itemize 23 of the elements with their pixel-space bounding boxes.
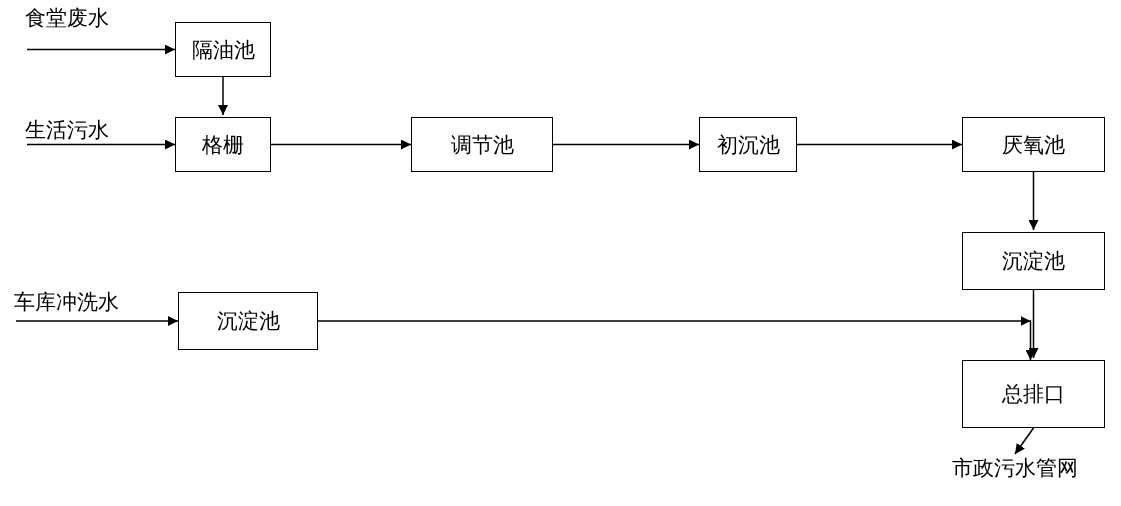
arrow [26,139,176,150]
process-box: 初沉池 [699,117,797,172]
arrow [15,316,179,326]
flow-label: 车库冲洗水 [14,290,119,314]
flow-label: 食堂废水 [25,6,109,30]
arrow [1014,427,1035,455]
arrow [1028,171,1039,231]
process-box: 调节池 [411,117,553,172]
arrow [552,139,700,150]
process-box: 总排口 [962,360,1105,428]
process-box: 厌氧池 [962,117,1105,172]
arrow [796,139,963,150]
flow-label: 生活污水 [25,118,109,142]
arrow [317,316,1033,361]
process-box: 隔油池 [175,22,271,77]
process-box: 沉淀池 [962,232,1105,290]
arrow [26,44,176,55]
process-box: 沉淀池 [178,292,318,350]
arrow [270,139,412,150]
flow-label: 市政污水管网 [952,456,1078,480]
arrow [218,76,228,116]
arrow [1028,289,1039,359]
process-box: 格栅 [175,117,271,172]
